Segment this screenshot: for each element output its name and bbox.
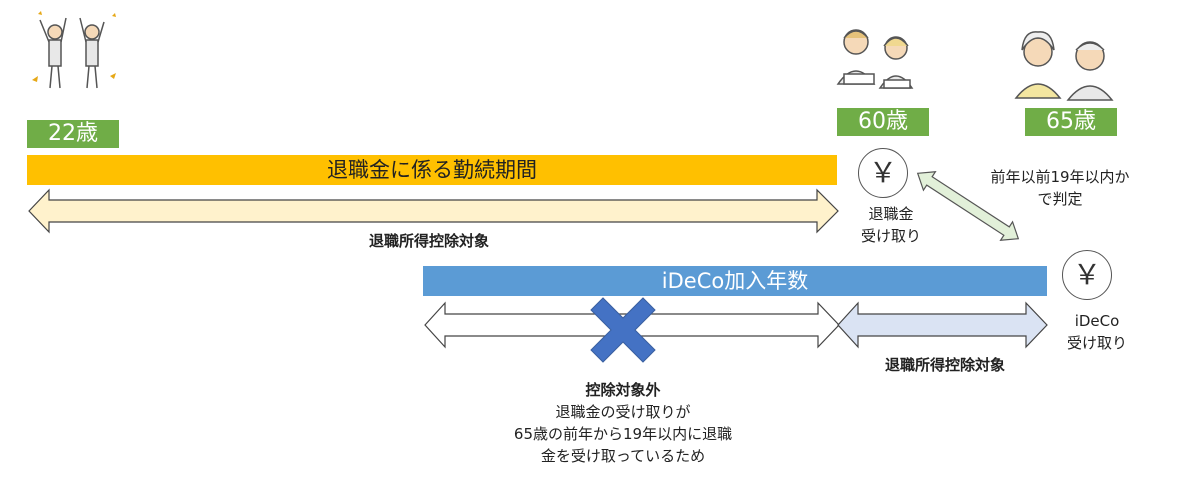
- judgment-text-line2: で判定: [1037, 190, 1083, 208]
- excluded-line3: 金を受け取っているため: [540, 447, 706, 465]
- cross-mark-icon: [590, 297, 656, 363]
- ideco-years-bar: iDeCo加入年数: [423, 266, 1047, 296]
- ideco-deduction-label: 退職所得控除対象: [884, 356, 1005, 374]
- retirement-receive-line1: 退職金: [868, 205, 914, 223]
- age-65-label: 65歳: [1025, 108, 1117, 136]
- excluded-line2: 65歳の前年から19年以内に退職: [513, 425, 733, 443]
- retirement-receive-line2: 受け取り: [860, 227, 921, 245]
- excluded-title: 控除対象外: [585, 381, 661, 399]
- retirement-deduction-arrow: [28, 188, 839, 234]
- excluded-line1: 退職金の受け取りが: [555, 403, 691, 421]
- age-60-label: 60歳: [837, 108, 929, 136]
- elderly-couple-icon: [1014, 31, 1114, 101]
- judgment-arrow: [916, 171, 1020, 241]
- yen-coin-icon: ￥: [1062, 250, 1112, 300]
- yen-coin-icon: ￥: [858, 148, 908, 198]
- young-workers-cheering-icon: [32, 11, 116, 89]
- couple-reading-icon: [836, 29, 914, 89]
- judgment-text-line1: 前年以前19年以内か: [990, 168, 1130, 186]
- ideco-deduction-arrow: [837, 301, 1048, 349]
- ideco-receive-line1: iDeCo: [1074, 312, 1120, 330]
- retirement-deduction-label: 退職所得控除対象: [368, 232, 489, 250]
- ideco-receive-line2: 受け取り: [1066, 334, 1127, 352]
- age-22-label: 22歳: [27, 120, 119, 148]
- retirement-period-bar: 退職金に係る勤続期間: [27, 155, 837, 185]
